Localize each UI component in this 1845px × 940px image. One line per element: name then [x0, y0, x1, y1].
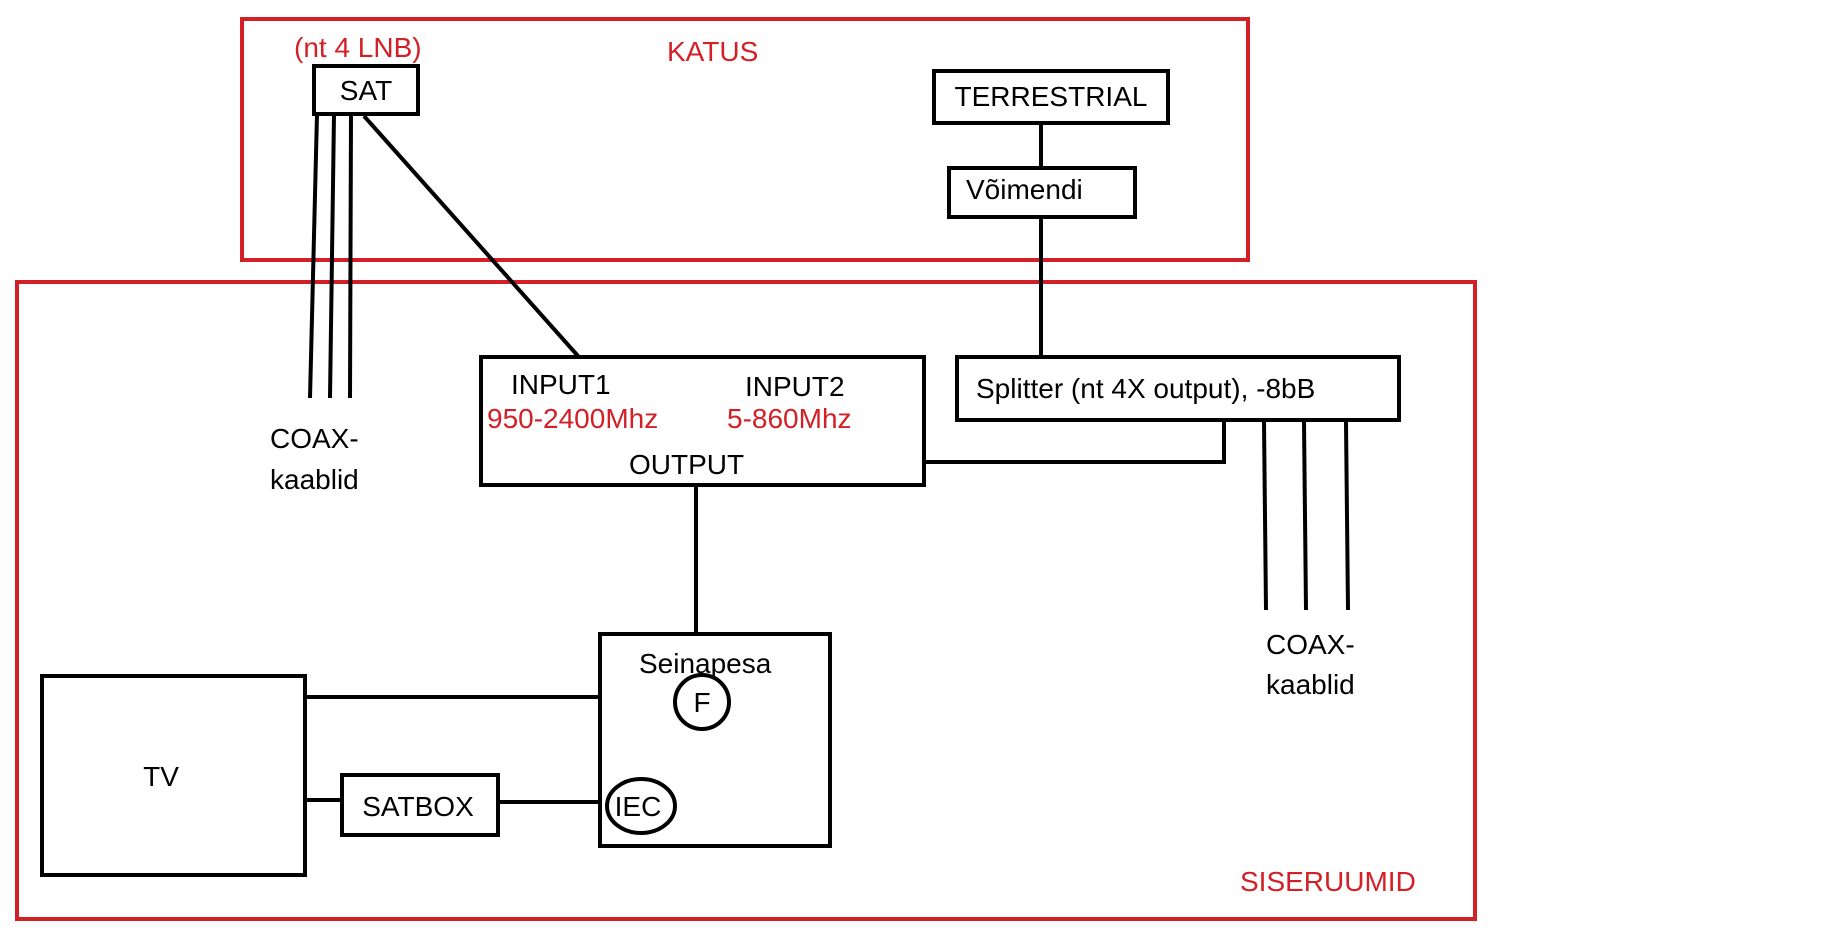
roof-zone [240, 17, 1250, 262]
input1-label: INPUT1 [511, 369, 611, 400]
f-port-label: F [693, 687, 710, 718]
amplifier-box [947, 166, 1137, 219]
sat-to-input1-wire [362, 114, 580, 358]
input2-label: INPUT2 [745, 371, 845, 402]
iec-port-label: IEC [615, 791, 662, 822]
output-label: OUTPUT [629, 449, 744, 480]
iec-port [605, 777, 677, 835]
connection-lines [305, 113, 1350, 804]
splitter-label: Splitter (nt 4X output), -8bB [976, 373, 1315, 404]
sat-note: (nt 4 LNB) [294, 32, 422, 63]
terrestrial-box [932, 69, 1170, 125]
coax-right-wire-2 [1302, 421, 1308, 611]
sat-box [312, 64, 420, 116]
coax-right-wire-1 [1262, 421, 1268, 611]
amplifier-label: Võimendi [966, 174, 1083, 205]
coax-right-wire-3 [1344, 421, 1350, 611]
sat-label: SAT [340, 75, 392, 106]
coax-left-label-line1: COAX- [270, 423, 359, 454]
tv-box [40, 674, 307, 877]
input2-range: 5-860Mhz [727, 403, 852, 434]
splitter-box [955, 355, 1401, 422]
coax-left-wire-2 [328, 113, 336, 399]
indoor-zone-label: SISERUUMID [1240, 866, 1416, 897]
f-port [673, 673, 731, 731]
roof-zone-label: KATUS [667, 36, 758, 67]
coax-left-wire-1 [308, 113, 319, 399]
input1-range: 950-2400Mhz [487, 403, 658, 434]
satbox-label: SATBOX [362, 791, 474, 822]
terrestrial-label: TERRESTRIAL [955, 81, 1148, 112]
coax-left-label-line2: kaablid [270, 464, 359, 495]
tv-label: TV [143, 761, 179, 792]
coax-left-wire-3 [348, 113, 353, 399]
coax-right-label-line1: COAX- [1266, 629, 1355, 660]
satbox-box [340, 773, 500, 837]
coax-right-label-line2: kaablid [1266, 669, 1355, 700]
indoor-zone [15, 280, 1477, 921]
splitter-to-combiner-wire [924, 420, 1226, 464]
combiner-box [479, 355, 926, 487]
